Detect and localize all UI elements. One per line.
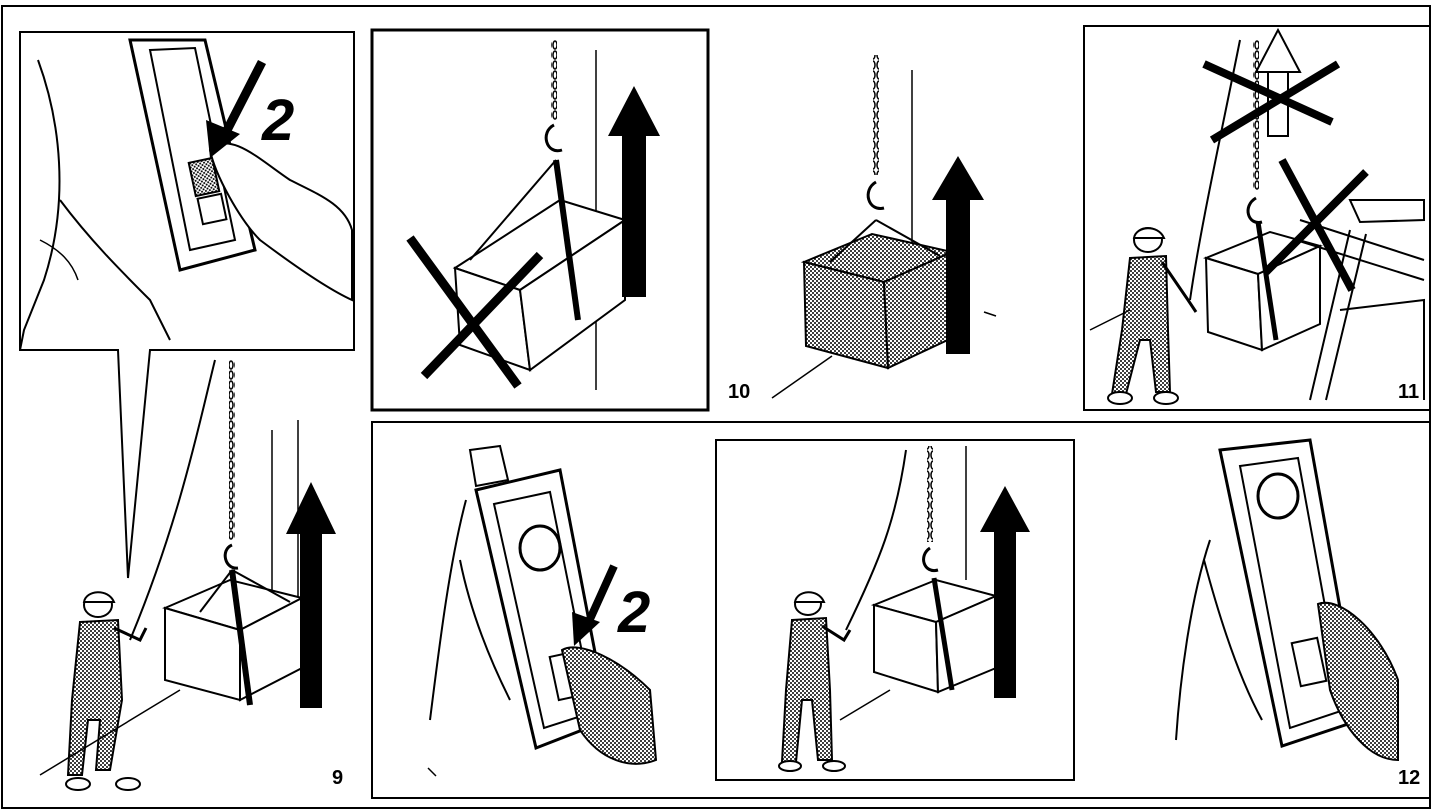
figure-number: 12	[1398, 767, 1420, 789]
step-number: 2	[617, 580, 650, 645]
figure-9: 2	[20, 32, 354, 790]
pendant-inset-bubble: 2	[20, 32, 354, 578]
step-number: 2	[261, 88, 294, 153]
figure-number: 11	[1398, 381, 1419, 403]
load-box	[165, 570, 302, 705]
figure-number: 9	[332, 767, 343, 789]
chain	[229, 360, 235, 540]
hook-icon	[868, 182, 884, 208]
wrong-sling-panel	[372, 30, 708, 410]
load-box	[804, 220, 952, 368]
lifting-panel	[716, 440, 1074, 780]
figure-number: 10	[728, 381, 750, 403]
emergency-stop-icon	[1258, 474, 1298, 518]
emergency-stop-icon	[520, 526, 560, 570]
figure-12: 2	[372, 422, 1430, 798]
operator-icon	[66, 592, 146, 790]
hook-icon	[225, 545, 238, 568]
figure-11: 11	[1084, 26, 1430, 410]
figure-10: 10	[728, 55, 996, 403]
